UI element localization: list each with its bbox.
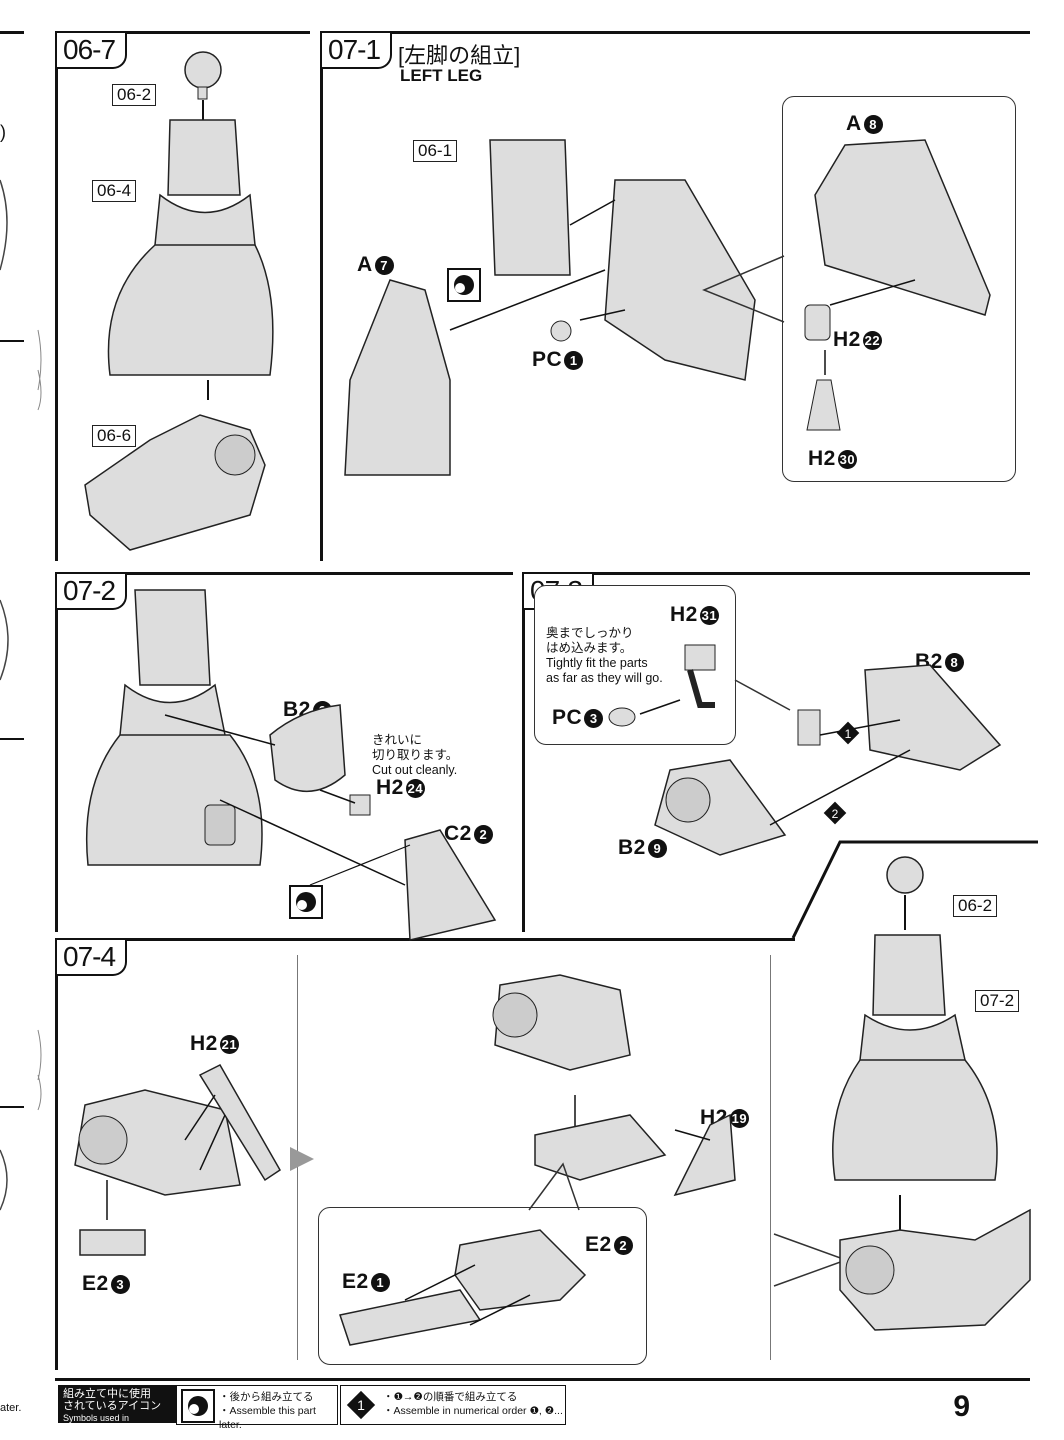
legend-later: ・後から組み立てる ・Assemble this part later. <box>176 1385 338 1431</box>
frame-left-0701 <box>320 31 323 561</box>
assemble-later-icon-07-2 <box>289 885 323 919</box>
order-badge-2: 2 <box>822 800 848 826</box>
legend-title: 組み立て中に使用 されているアイコン Symbols used in instr… <box>58 1385 176 1435</box>
step-label-07-4: 07-4 <box>57 940 128 976</box>
page-number: 9 <box>953 1390 970 1423</box>
next-arrow-icon <box>290 1147 314 1171</box>
final-leg-illustration <box>832 856 1031 1331</box>
note-tightly-fit: 奥までしっかり はめ込みます。 Tightly fit the parts as… <box>546 626 663 685</box>
frame-left-0702 <box>55 572 58 932</box>
svg-text:2: 2 <box>832 807 839 821</box>
ref-06-2-b: 06-2 <box>953 895 998 917</box>
callout-pointer <box>702 255 785 323</box>
frame-top-0704 <box>55 938 795 941</box>
edge-line-1 <box>0 340 24 342</box>
callout-part-illustration <box>804 139 991 431</box>
assemble-later-icon <box>447 268 481 302</box>
leg-parts-07-1 <box>344 139 756 476</box>
step-label-07-1: 07-1 <box>322 33 393 69</box>
frame-top-0702 <box>55 572 513 575</box>
frame-left-0607 <box>55 31 58 561</box>
frame-diagonal <box>791 840 1038 939</box>
svg-text:1: 1 <box>357 1397 365 1413</box>
svg-text:): ) <box>0 122 6 142</box>
leg-parts-07-2 <box>85 589 497 941</box>
frame-bottom <box>55 1378 1030 1381</box>
edge-line-3 <box>0 1106 24 1108</box>
divider-0704-b <box>770 955 771 1360</box>
callout-e2-pointer <box>528 1162 580 1211</box>
foot-parts-07-4a <box>74 1064 281 1256</box>
step-label-07-2: 07-2 <box>57 574 128 610</box>
frame-top-left <box>0 31 24 34</box>
ref-06-4: 06-4 <box>92 180 137 202</box>
order-legend-icon: 1 <box>346 1390 376 1420</box>
frame-left-0703 <box>522 572 525 932</box>
step-label-06-7: 06-7 <box>57 33 128 69</box>
svg-text:1: 1 <box>845 727 852 741</box>
frame-top-0607 <box>55 31 310 34</box>
leg-assembly-illustration <box>84 51 274 551</box>
ref-06-6: 06-6 <box>92 425 137 447</box>
legend-order: 1 ・❶→❷の順番で組み立てる ・Assemble in numerical o… <box>340 1385 566 1425</box>
step-title-ja: [左脚の組立] <box>398 43 521 68</box>
foot-parts-07-4b <box>492 974 736 1197</box>
ref-06-2: 06-2 <box>112 84 157 106</box>
ref-07-2: 07-2 <box>975 990 1020 1012</box>
frame-top-0703 <box>522 572 1030 575</box>
leg-parts-07-3 <box>608 644 1002 856</box>
step-title-en: LEFT LEG <box>400 66 483 85</box>
assemble-later-legend-icon <box>181 1389 215 1423</box>
edge-text: ater. <box>0 1402 22 1414</box>
edge-fragments: ) <box>0 122 42 1211</box>
frame-left-0704 <box>55 938 58 1370</box>
edge-line-2 <box>0 738 24 740</box>
order-badge-1: 1 <box>835 720 861 746</box>
note-cut-cleanly: きれいに 切り取ります。 Cut out cleanly. <box>372 733 459 777</box>
ref-06-1: 06-1 <box>413 140 458 162</box>
callout-e2-illustration <box>339 1229 587 1346</box>
frame-top-0701 <box>320 31 1030 34</box>
